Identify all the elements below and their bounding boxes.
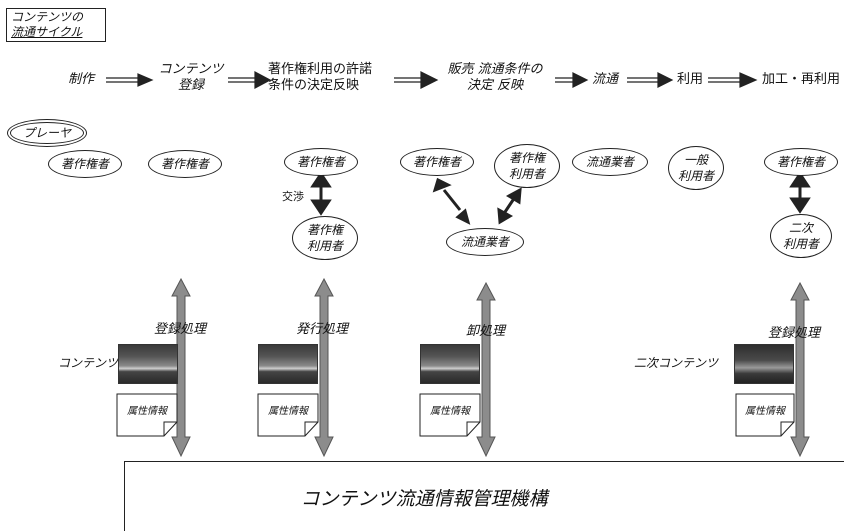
process-label-4: 登録処理: [768, 322, 820, 341]
user-distributor-arrow: [499, 190, 520, 222]
actor-c7-top: 著作権者: [764, 148, 838, 176]
negotiation-label: 交渉: [282, 188, 304, 204]
actor-c3-top: 著作権者: [284, 148, 358, 176]
actor-c1: 著作権者: [48, 150, 122, 178]
actor-c2: 著作権者: [148, 150, 222, 178]
attribute-doc-3: 属性情報: [420, 398, 480, 420]
secondary-use-arrow: [792, 174, 808, 211]
secondary-content-label: 二次コンテンツ: [634, 354, 718, 371]
secondary-content-image: [734, 344, 794, 384]
player-label: プレーヤ: [10, 122, 84, 144]
content-image-1: [118, 344, 178, 384]
actor-c4-left: 著作権者: [400, 148, 474, 176]
flow-arrow-6: [708, 73, 756, 87]
content-image-3: [420, 344, 480, 384]
rights-holder-distributor-arrow: [435, 180, 468, 222]
actor-c7-bottom: 二次利用者: [770, 214, 832, 258]
actor-c4-bottom: 流通業者: [446, 228, 524, 256]
attribute-doc-1: 属性情報: [117, 398, 177, 420]
actor-c5: 流通業者: [572, 148, 648, 176]
flow-arrow-4: [555, 73, 587, 87]
flow-arrow-2: [228, 72, 270, 88]
flow-arrow-5: [627, 73, 672, 87]
management-organization-label: コンテンツ流通情報管理機構: [124, 484, 724, 511]
actor-c3-bottom: 著作権利用者: [292, 216, 358, 260]
attribute-doc-2: 属性情報: [258, 398, 318, 420]
process-label-2: 発行処理: [296, 318, 348, 337]
actor-c4-right: 著作権利用者: [494, 144, 560, 188]
content-label: コンテンツ: [58, 354, 118, 371]
attribute-doc-4: 属性情報: [736, 398, 794, 420]
flow-arrow-1: [106, 74, 152, 86]
content-image-2: [258, 344, 318, 384]
process-label-1: 登録処理: [154, 318, 206, 337]
flow-arrow-3: [394, 72, 437, 88]
actor-c6: 一般利用者: [668, 146, 724, 190]
negotiation-arrow: [313, 174, 329, 213]
process-label-3: 卸処理: [466, 320, 505, 339]
